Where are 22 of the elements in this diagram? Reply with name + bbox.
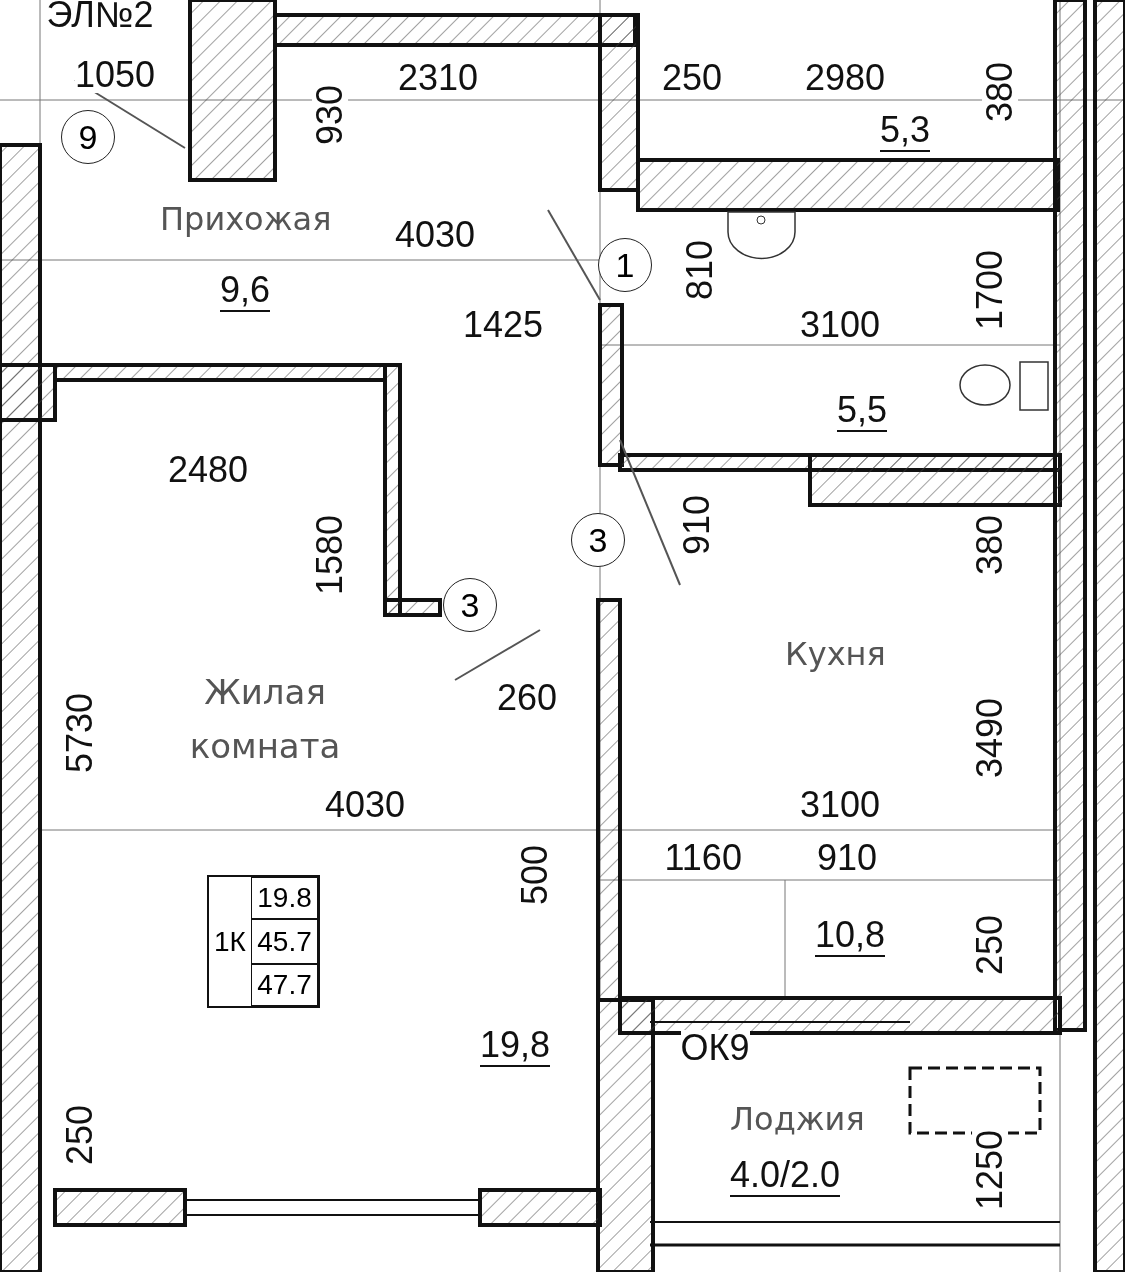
dimension-label: 1250: [972, 1129, 1009, 1211]
room-area: 5,3: [880, 110, 931, 152]
room-area: 4.0/2.0: [730, 1155, 841, 1197]
room-name: Лоджия: [730, 1100, 865, 1139]
room-area: 10,8: [815, 915, 886, 957]
room-area: 19,8: [480, 1025, 551, 1067]
area-table: [207, 875, 320, 1008]
room-area: 5,5: [837, 390, 888, 432]
door-tag: 3: [443, 578, 497, 632]
room-name: Кухня: [785, 635, 886, 674]
room-area: 9,6: [220, 270, 271, 312]
dimension-label: 380: [982, 61, 1019, 123]
door-tag: 1: [598, 238, 652, 292]
door-tag: 3: [571, 513, 625, 567]
door-tag: 9: [61, 110, 115, 164]
table-cell-text: 1К: [213, 924, 247, 959]
room-name: Жилая комната: [188, 671, 342, 769]
room-name: Прихожая: [160, 200, 332, 239]
table-cell: 45.7: [251, 919, 318, 964]
table-cell: 19.8: [251, 877, 318, 919]
table-cell: 47.7: [251, 964, 318, 1006]
dimension-label: 930: [312, 84, 349, 146]
